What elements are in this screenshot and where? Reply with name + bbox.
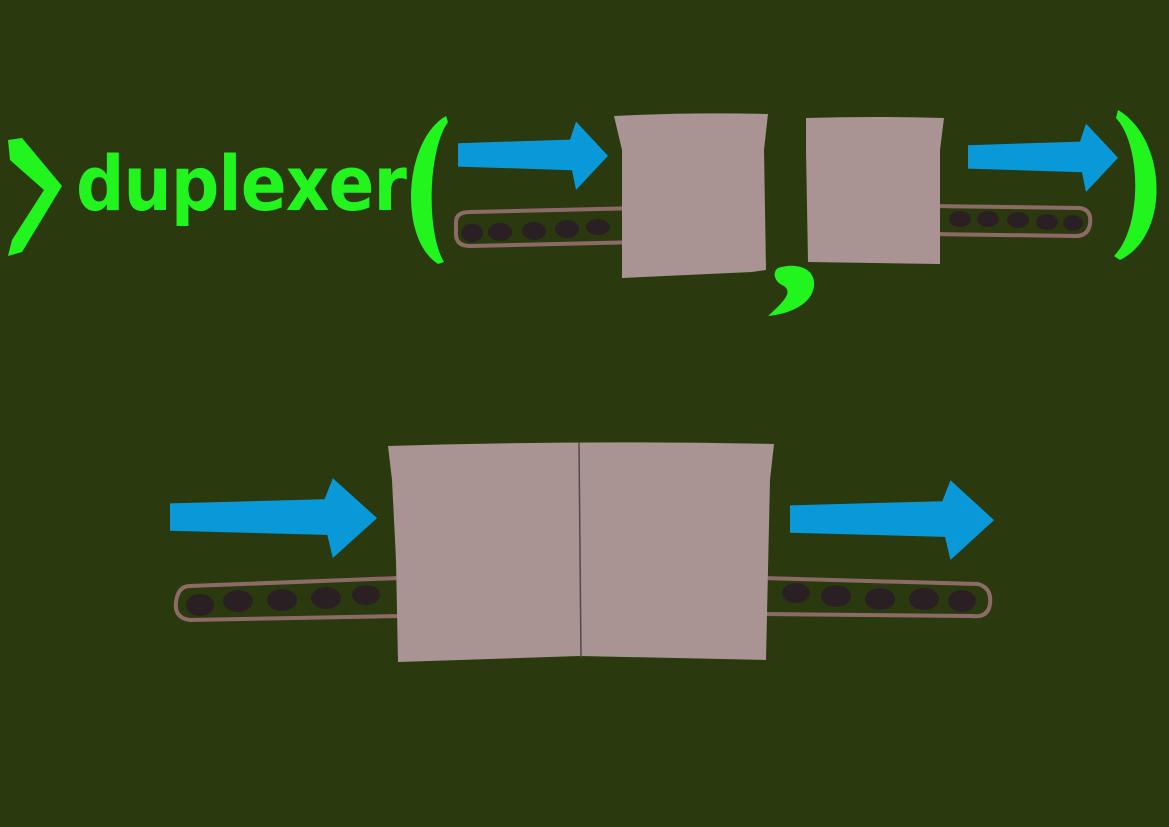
prompt-chevron-icon (8, 138, 62, 256)
pipe-readable-short-right (928, 203, 1093, 239)
writable-stream-argument (454, 113, 768, 278)
open-paren (411, 116, 448, 264)
blue-arrow-icon (170, 478, 377, 558)
combined-duplex-box (388, 442, 774, 662)
blue-arrow-icon (790, 480, 994, 560)
bead-pipe-icon (173, 575, 993, 623)
code-expression: duplexer (8, 110, 1157, 316)
comma (768, 265, 815, 316)
readable-stream-argument (806, 117, 1118, 264)
writable-box (614, 113, 768, 278)
pipe-beads (949, 211, 1083, 231)
box-seam (578, 441, 582, 659)
pipe-beads (186, 583, 976, 616)
blue-arrow-icon (968, 123, 1118, 192)
duplex-result (170, 441, 994, 662)
pipe-readable-short-left (454, 205, 642, 249)
close-paren (1114, 110, 1157, 260)
readable-box (806, 117, 944, 264)
blue-arrow-icon (458, 121, 608, 190)
function-name: duplexer (76, 139, 407, 228)
pipe-beads (461, 219, 610, 242)
